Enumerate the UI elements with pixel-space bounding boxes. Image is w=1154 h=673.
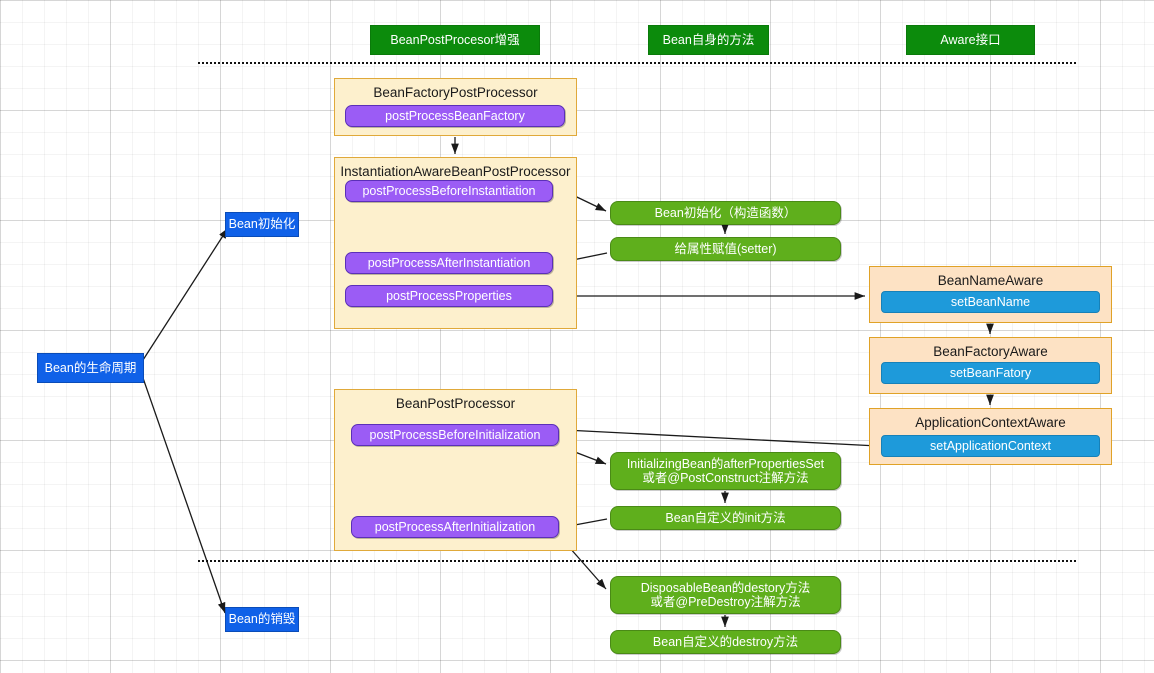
bean-setter: 给属性赋值(setter) [610,237,841,261]
bean-constructor: Bean初始化（构造函数） [610,201,841,225]
method-pill-postProcessBeforeInitialization[interactable]: postProcessBeforeInitialization [351,424,559,446]
arrow-lifecycle-to-init [142,227,229,361]
application-context-aware-title: ApplicationContextAware [915,415,1066,430]
aware-method-setApplicationContext[interactable]: setApplicationContext [881,435,1100,457]
method-pill-postProcessAfterInstantiation[interactable]: postProcessAfterInstantiation [345,252,553,274]
method-pill-postProcessBeanFactory[interactable]: postProcessBeanFactory [345,105,565,127]
disposable-bean: DisposableBean的destory方法或者@PreDestroy注解方… [610,576,841,614]
bean-init-method: Bean自定义的init方法 [610,506,841,530]
lifecycle-root-box: Bean的生命周期 [37,353,144,383]
bean-destroy-method: Bean自定义的destroy方法 [610,630,841,654]
instantiation-aware-bean-post-processor-title: InstantiationAwareBeanPostProcessor [340,164,571,179]
lifecycle-init-box: Bean初始化 [225,212,299,237]
bottom-divider [198,560,1076,562]
bean-factory-post-processor-title: BeanFactoryPostProcessor [373,85,538,100]
bean-post-processor-title: BeanPostProcessor [395,396,516,411]
arrow-lifecycle-to-destroy [142,377,226,614]
top-divider [198,62,1076,64]
method-pill-postProcessAfterInitialization[interactable]: postProcessAfterInitialization [351,516,559,538]
lifecycle-destroy-box: Bean的销毁 [225,607,299,632]
bean-factory-aware-title: BeanFactoryAware [933,344,1048,359]
legend-chip-2: Aware接口 [906,25,1035,55]
bean-name-aware-title: BeanNameAware [937,273,1044,288]
aware-method-setBeanName[interactable]: setBeanName [881,291,1100,313]
legend-chip-1: Bean自身的方法 [648,25,769,55]
arrow-appcontextaware-to-before-initialization [564,426,879,447]
method-pill-postProcessBeforeInstantiation[interactable]: postProcessBeforeInstantiation [345,180,553,202]
aware-method-setBeanFatory[interactable]: setBeanFatory [881,362,1100,384]
method-pill-postProcessProperties[interactable]: postProcessProperties [345,285,553,307]
legend-chip-0: BeanPostProcesor增强 [370,25,540,55]
